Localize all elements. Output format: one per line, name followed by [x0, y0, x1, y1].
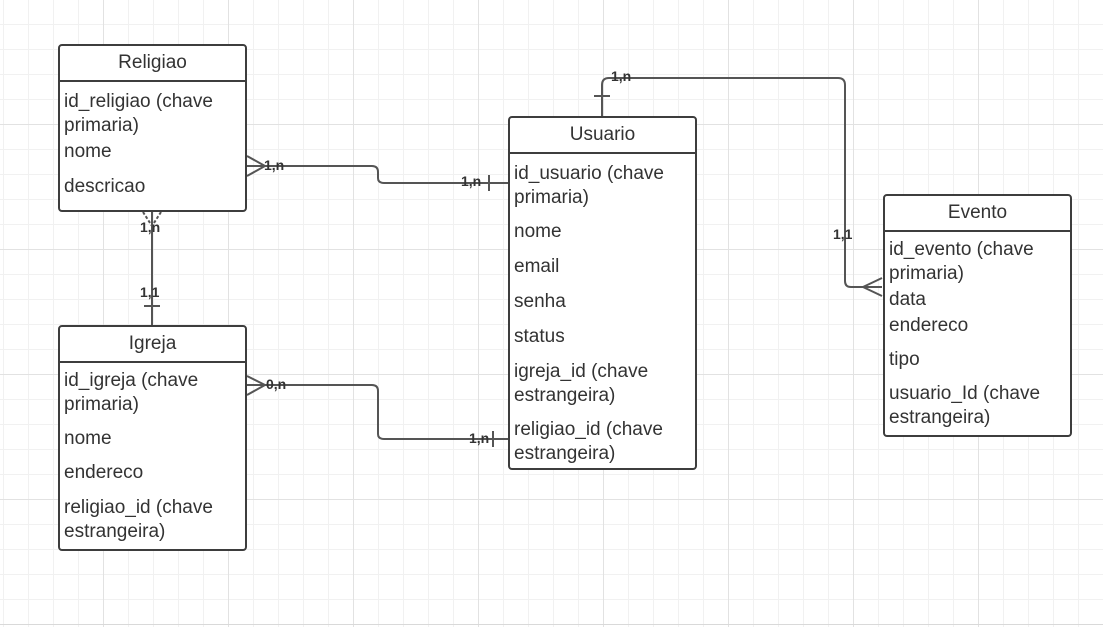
label-usuario-evento-to: 1,1 [833, 226, 853, 242]
attribute: id_evento (chave primaria) [889, 239, 1034, 284]
entity-religiao[interactable]: Religiao id_religiao (chave primaria) no… [58, 44, 247, 212]
entity-usuario[interactable]: Usuario id_usuario (chave primaria) nome… [508, 116, 697, 470]
label-igreja-usuario-to: 1,n [469, 430, 490, 446]
label-usuario-evento-from: 1,n [611, 68, 632, 84]
attribute: nome [64, 141, 112, 162]
attribute: endereco [64, 462, 144, 483]
attribute: tipo [889, 349, 920, 370]
attribute: status [514, 326, 565, 347]
attribute: nome [514, 221, 562, 242]
label-religiao-usuario-from: 1,n [264, 157, 285, 173]
attribute: igreja_id (chave estrangeira) [514, 361, 649, 406]
crowfoot-evento [862, 277, 883, 297]
entity-igreja[interactable]: Igreja id_igreja (chave primaria) nome e… [58, 325, 247, 551]
attribute: descricao [64, 176, 146, 197]
attribute: senha [514, 291, 566, 312]
attribute: data [889, 289, 926, 310]
attribute: id_religiao (chave primaria) [64, 91, 213, 136]
entity-title: Usuario [510, 118, 695, 154]
entity-title: Religiao [60, 46, 245, 82]
attribute: email [514, 256, 560, 277]
connector-religiao-usuario [247, 165, 508, 184]
attribute: id_igreja (chave primaria) [64, 370, 199, 415]
attribute: religiao_id (chave estrangeira) [64, 497, 213, 542]
label-religiao-igreja-from: 1,n [140, 219, 161, 235]
attribute: endereco [889, 315, 969, 336]
canvas-bottom-edge [0, 624, 1103, 625]
attribute: nome [64, 428, 112, 449]
entity-evento[interactable]: Evento id_evento (chave primaria) data e… [883, 194, 1072, 437]
connector-usuario-evento [601, 77, 882, 288]
attribute: id_usuario (chave primaria) [514, 163, 664, 208]
crowfoot-igreja [246, 375, 266, 396]
crowfoot-religiao [246, 155, 266, 177]
crowfoot-religiao-bottom [142, 211, 162, 227]
entity-title: Igreja [60, 327, 245, 363]
attribute: religiao_id (chave estrangeira) [514, 419, 663, 464]
label-religiao-igreja-to: 1,1 [140, 284, 160, 300]
attribute: usuario_Id (chave estrangeira) [889, 383, 1041, 428]
connector-igreja-usuario [247, 384, 508, 440]
label-religiao-usuario-to: 1,n [461, 173, 482, 189]
label-igreja-usuario-from: 0,n [266, 376, 287, 392]
entity-title: Evento [885, 196, 1070, 232]
